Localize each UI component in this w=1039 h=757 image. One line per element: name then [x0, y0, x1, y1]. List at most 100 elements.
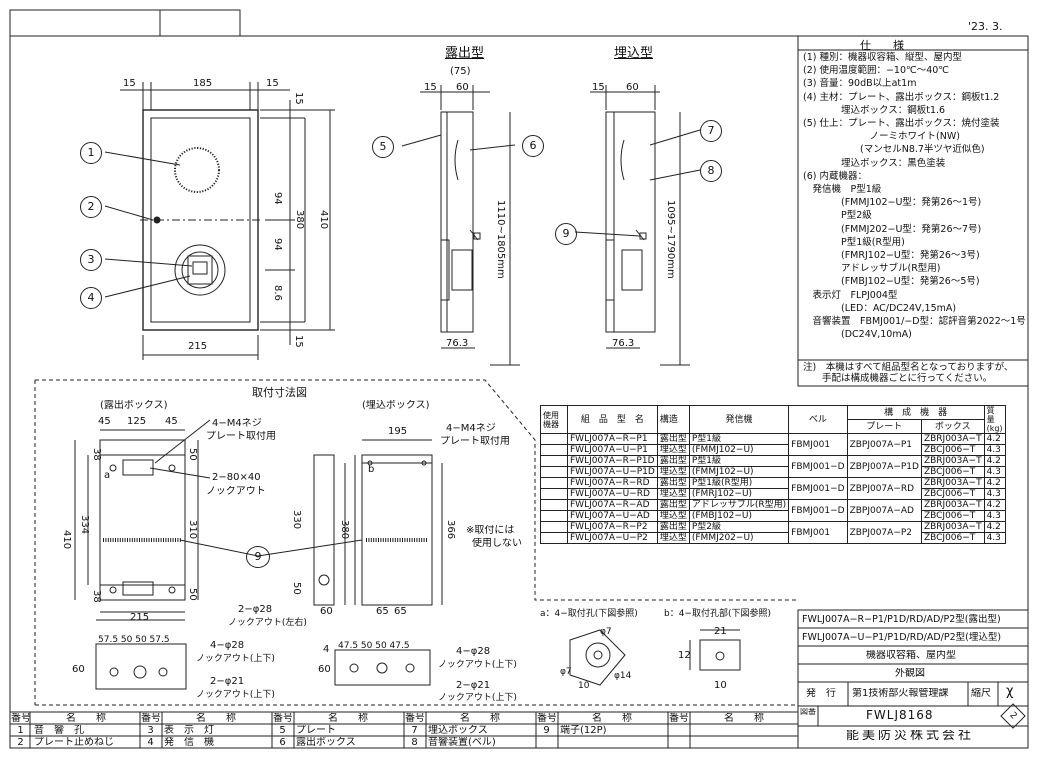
parts-item-no: 1 — [17, 725, 24, 736]
side-exp-d2: 60 — [456, 82, 469, 93]
spec-line: (3) 音量：90dB以上at1m — [803, 78, 917, 90]
exposed-dim-left-410: 410 — [61, 530, 72, 550]
flush-ko28-right-note: ノックアウト(上下) — [438, 660, 517, 670]
title-model-2: FWLJ007A−U−P1/P1D/RD/AD/P2型(埋込型) — [802, 632, 1002, 643]
exposed-box-title: (露出ボックス) — [100, 400, 168, 411]
parts-item-name: プレート — [296, 725, 336, 736]
cell-box: ZBRJ003A−T — [920, 455, 985, 467]
cell-mass: 4.3 — [983, 532, 1006, 544]
cell-mass: 4.3 — [983, 510, 1006, 522]
cell-transmitter: (FMMJ102−U) — [688, 466, 790, 478]
cell-bell: FBMJ001−D — [788, 499, 848, 522]
cell-use — [540, 532, 568, 544]
title-scale-label: 縮尺 — [971, 688, 991, 699]
parts-item-name: 音響装置(ベル) — [428, 737, 496, 748]
cell-box: ZBRJ003A−T — [920, 433, 985, 445]
side-flush-bottom: 76.3 — [612, 338, 635, 349]
cell-model: FWLJ007A−R−P1D — [567, 455, 658, 467]
col-mass: 質量(kg) — [983, 405, 1006, 434]
cell-transmitter: (FMMJ202−U) — [688, 532, 790, 544]
parts-no-header: 番号 — [537, 713, 556, 724]
cell-use — [540, 499, 568, 511]
title-drawing-type: 外観図 — [895, 668, 925, 679]
exposed-box-mount — [74, 419, 211, 690]
front-dim-top-right: 15 — [266, 78, 279, 89]
parts-item-no: 7 — [411, 725, 418, 736]
mount-title: 取付寸法図 — [252, 386, 307, 399]
spec-note-2: 手配は構成機器ごとに行ってください。 — [803, 373, 993, 384]
spec-line: (LED：AC/DC24V,15mA) — [803, 302, 957, 314]
spec-line: (FMRJ102−U型：発第26〜3号) — [803, 250, 980, 261]
flush-dim-380: 380 — [339, 520, 350, 540]
exposed-dim-left-38a: 38 — [91, 448, 102, 461]
exposed-dim-right-50a: 50 — [187, 448, 198, 461]
parts-no-header: 番号 — [273, 713, 292, 724]
flush-dim-50: 50 — [291, 582, 302, 595]
spec-line: 発信機 P型1級 — [803, 184, 882, 195]
exposed-dim-top-3: 45 — [165, 416, 178, 427]
spec-line: (FMBJ102−U型：発第26〜5号) — [803, 276, 980, 288]
side-exp-bottom: 76.3 — [446, 338, 469, 349]
cell-structure: 露出型 — [656, 455, 690, 467]
col-config: 構 成 機 器 — [846, 405, 985, 420]
bottom-ko21-note: ノックアウト(上下) — [196, 690, 275, 700]
front-dim-top-mid: 185 — [193, 78, 213, 89]
callout-1: 1 — [80, 142, 102, 164]
spec-line: 表示灯 FLPJ004型 — [803, 289, 898, 301]
bottom-ko28: 4−φ28 — [210, 640, 245, 651]
cell-bell: FBMJ001 — [788, 521, 848, 544]
side-exp-d1: 15 — [424, 82, 437, 93]
detail-a-d2: φ14 — [614, 671, 632, 681]
flush-box-mount — [179, 439, 443, 686]
spec-line: アドレッサブル(R型用) — [803, 263, 941, 275]
cell-model: FWLJ007A−R−AD — [567, 499, 658, 511]
cell-transmitter: アドレッサブル(R型用) — [688, 499, 790, 511]
col-model: 組 品 型 名 — [567, 405, 658, 434]
detail-a-d4: φ7 — [560, 667, 572, 677]
cell-mass: 4.2 — [983, 521, 1006, 533]
callout-6: 6 — [522, 135, 544, 157]
bottom-h4-right: 4 — [323, 644, 330, 655]
cell-bell: FBMJ001−D — [788, 477, 848, 500]
flush-b-label: b — [368, 464, 375, 475]
callout-9: 9 — [555, 223, 577, 245]
cell-transmitter: (FMMJ102−U) — [688, 444, 790, 456]
cell-structure: 露出型 — [656, 477, 690, 489]
cell-transmitter: P型1級 — [688, 455, 790, 467]
cell-mass: 4.3 — [983, 488, 1006, 500]
exposed-dim-left-334: 334 — [79, 515, 90, 535]
parts-item-name: 音 響 孔 — [34, 725, 84, 736]
cell-box: ZBCJ006−T — [920, 532, 985, 544]
title-model-1: FWLJ007A−R−P1/P1D/RD/AD/P2型(露出型) — [802, 614, 1001, 625]
flush-note-2: 使用しない — [472, 538, 522, 549]
cell-transmitter: (FMBJ102−U) — [688, 510, 790, 522]
side-flush-view — [574, 85, 701, 366]
callout-2: 2 — [80, 196, 102, 218]
exposed-knockout: 2−80×40 — [212, 472, 261, 483]
parts-name-header: 名 称 — [724, 713, 764, 724]
parts-item-name: プレート止めねじ — [34, 737, 114, 748]
exposed-knockout-note: ノックアウト — [206, 486, 266, 497]
detail-a-title: a：4−取付孔(下図参照) — [540, 609, 638, 619]
flush-box-title: (埋込ボックス) — [362, 400, 430, 411]
col-bell: ベル — [788, 405, 848, 434]
exposed-a-label: a — [104, 470, 111, 481]
flush-ko21-right: 2−φ21 — [456, 680, 491, 691]
spec-line: (マンセルN8.7半ツヤ近似色) — [803, 144, 985, 156]
cell-plate: ZBPJ007A−P1 — [846, 433, 922, 456]
cell-use — [540, 433, 568, 445]
cell-box: ZBCJ006−T — [920, 488, 985, 500]
cell-transmitter: (FMRJ102−U) — [688, 488, 790, 500]
detail-b-w: 21 — [714, 626, 727, 637]
flush-type-title: 埋込型 — [614, 46, 654, 61]
parts-item-no: 6 — [279, 737, 286, 748]
flush-dim-366: 366 — [445, 520, 456, 540]
title-company: 能美防災株式会社 — [846, 730, 975, 742]
title-drawing-no-label: 図番 — [800, 708, 816, 716]
flush-bottom-65a: 65 — [376, 606, 389, 617]
parts-name-header: 名 称 — [328, 713, 368, 724]
